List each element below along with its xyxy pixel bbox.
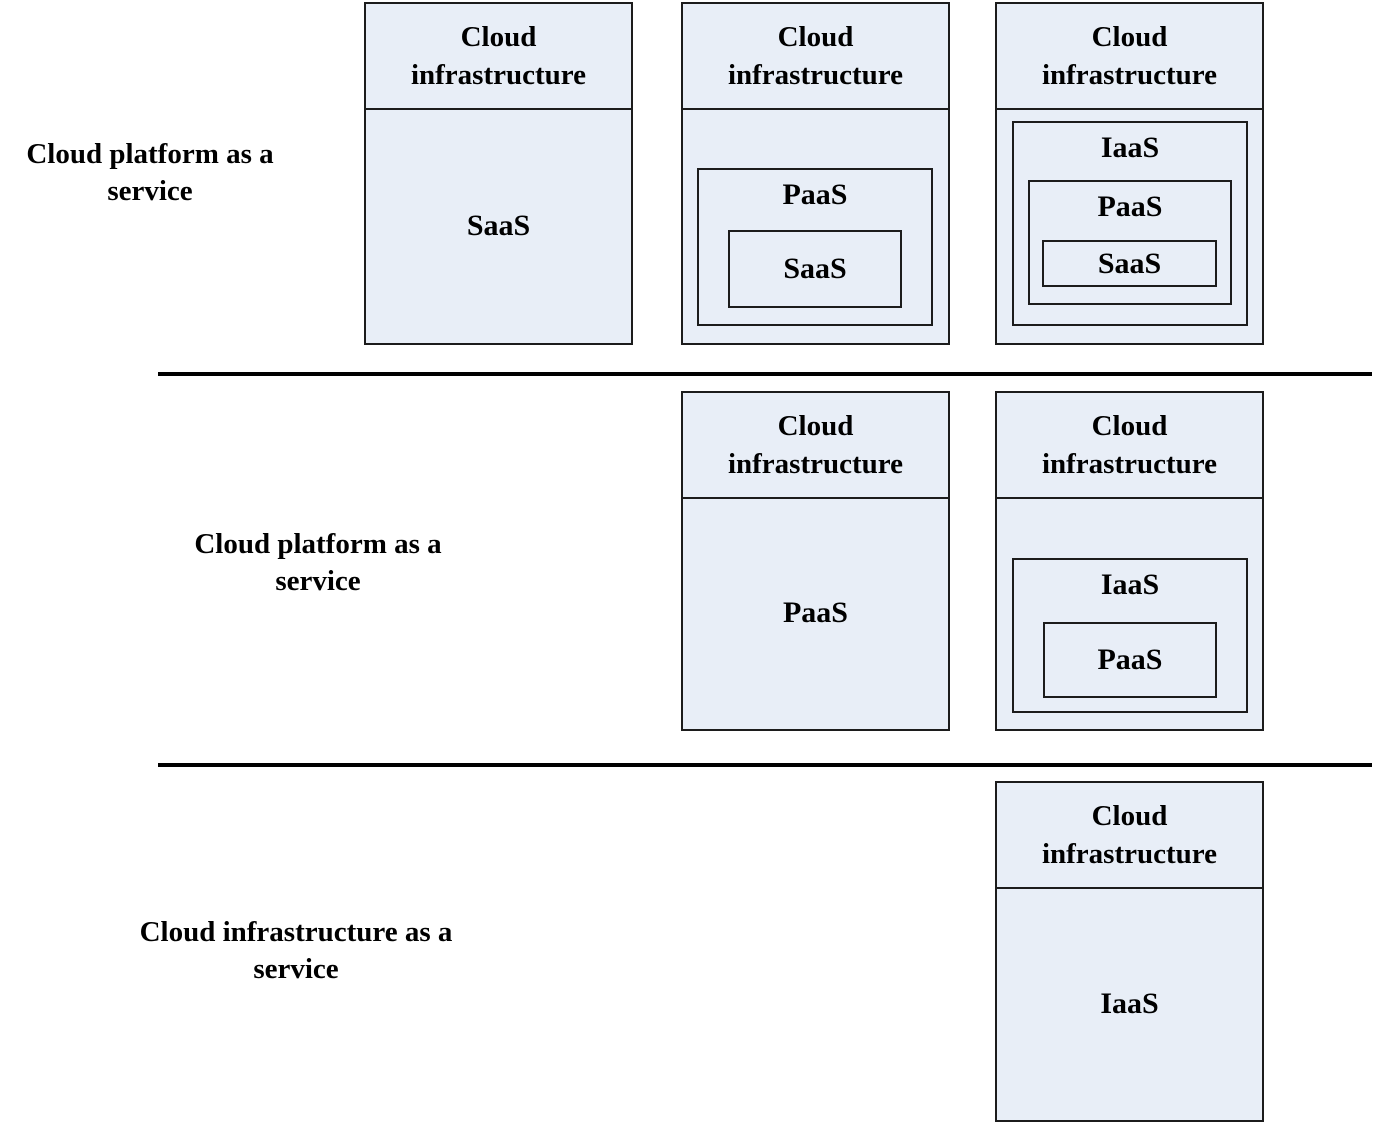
row3-label: Cloud infrastructure as a service [86, 914, 506, 988]
iaas-label: IaaS [1100, 131, 1160, 164]
row2-box2-body: IaaS PaaS [997, 499, 1262, 727]
header-line2: infrastructure [1041, 448, 1218, 480]
row2-box2-header: Cloud infrastructure [997, 393, 1262, 499]
row3-box1-header: Cloud infrastructure [997, 783, 1262, 889]
header-line1: Cloud [1091, 21, 1168, 53]
row2-label-line2: service [275, 565, 361, 597]
saas-box: SaaS [728, 230, 902, 308]
header-line1: Cloud [777, 410, 854, 442]
row2-box1-body: PaaS [683, 499, 948, 727]
header-line2: infrastructure [727, 448, 904, 480]
row-divider-2 [158, 763, 1372, 767]
row1-label-line1: Cloud platform as a [26, 138, 274, 170]
row3-box1-cloud-infrastructure: Cloud infrastructure IaaS [995, 781, 1264, 1122]
paas-label: PaaS [782, 596, 848, 629]
row1-label-line2: service [107, 175, 193, 207]
paas-box: PaaS [1043, 622, 1217, 698]
row2-label: Cloud platform as a service [148, 526, 488, 600]
paas-box: PaaS SaaS [697, 168, 933, 326]
header-line1: Cloud [1091, 410, 1168, 442]
header-line2: infrastructure [410, 59, 587, 91]
row2-box1-cloud-infrastructure: Cloud infrastructure PaaS [681, 391, 950, 731]
row1-box2-body: PaaS SaaS [683, 110, 948, 341]
iaas-box: IaaS PaaS SaaS [1012, 121, 1248, 326]
header-line2: infrastructure [1041, 838, 1218, 870]
paas-label: PaaS [1097, 643, 1163, 676]
header-line1: Cloud [777, 21, 854, 53]
row1-box3-header: Cloud infrastructure [997, 4, 1262, 110]
header-line2: infrastructure [727, 59, 904, 91]
row1-box3-body: IaaS PaaS SaaS [997, 110, 1262, 341]
paas-box: PaaS SaaS [1028, 180, 1232, 305]
row3-label-line1: Cloud infrastructure as a [139, 916, 453, 948]
row-divider-1 [158, 372, 1372, 376]
header-line1: Cloud [460, 21, 537, 53]
paas-label: PaaS [1097, 190, 1163, 223]
header-line2: infrastructure [1041, 59, 1218, 91]
row2-label-line1: Cloud platform as a [194, 528, 442, 560]
paas-label: PaaS [782, 178, 848, 211]
row1-box1-body: SaaS [366, 110, 631, 341]
iaas-label: IaaS [1100, 568, 1160, 601]
row3-box1-body: IaaS [997, 889, 1262, 1118]
row1-box2-cloud-infrastructure: Cloud infrastructure PaaS SaaS [681, 2, 950, 345]
row2-box1-header: Cloud infrastructure [683, 393, 948, 499]
saas-label: SaaS [1097, 246, 1162, 280]
iaas-label: IaaS [1100, 986, 1159, 1020]
row1-box3-cloud-infrastructure: Cloud infrastructure IaaS PaaS SaaS [995, 2, 1264, 345]
saas-box: SaaS [1042, 240, 1217, 287]
saas-label: SaaS [466, 208, 531, 242]
header-line1: Cloud [1091, 800, 1168, 832]
saas-label: SaaS [783, 252, 847, 285]
row3-label-line2: service [253, 953, 339, 985]
row1-box1-header: Cloud infrastructure [366, 4, 631, 110]
row1-box1-cloud-infrastructure: Cloud infrastructure SaaS [364, 2, 633, 345]
row1-box2-header: Cloud infrastructure [683, 4, 948, 110]
row2-box2-cloud-infrastructure: Cloud infrastructure IaaS PaaS [995, 391, 1264, 731]
row1-label: Cloud platform as a service [0, 136, 300, 210]
iaas-box: IaaS PaaS [1012, 558, 1248, 713]
